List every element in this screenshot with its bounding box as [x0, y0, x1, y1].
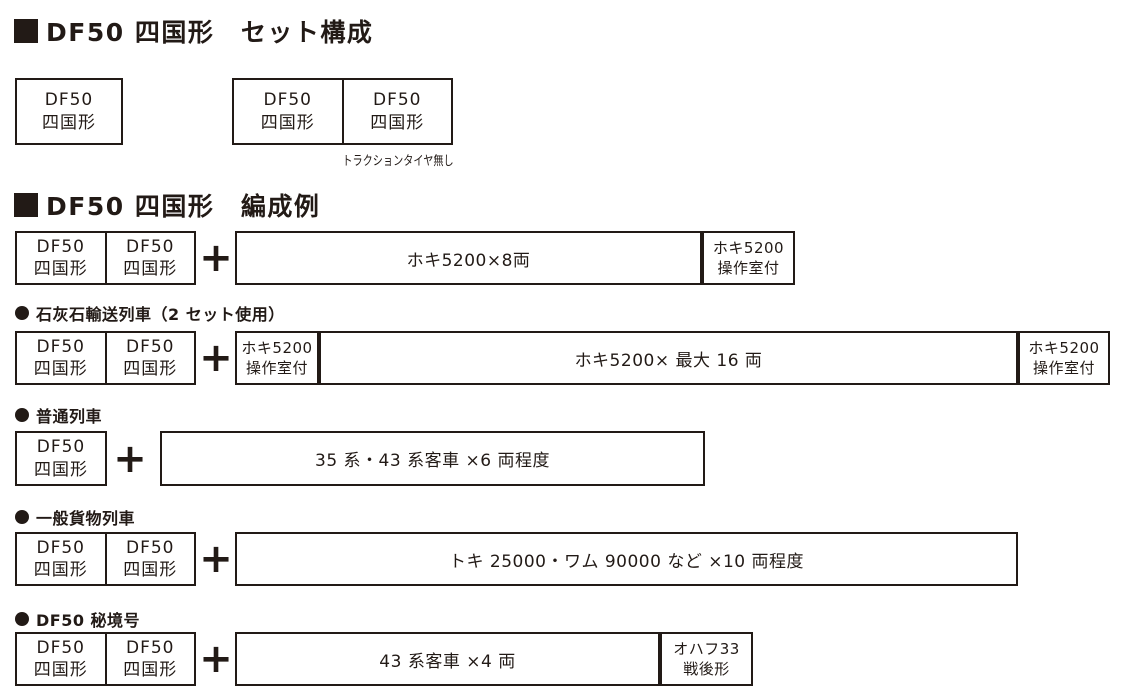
row1-plus-sign: + [199, 235, 233, 281]
loco-line2: 四国形 [33, 660, 88, 680]
loco-line2: 四国形 [33, 560, 88, 580]
row1-loco-pair-box: DF50 四国形 DF50 四国形 [15, 231, 196, 285]
loco-line2: 四国形 [260, 112, 315, 133]
bullet-icon [15, 306, 29, 320]
row5-plus-sign: + [199, 636, 233, 682]
loco-line2: 四国形 [123, 359, 178, 379]
row3-passenger-label: 35 系・43 系客車 ×6 両程度 [315, 451, 550, 471]
loco-line2: 四国形 [33, 259, 88, 279]
car-line2: 戦後形 [683, 660, 730, 678]
row2-loco-cell-2: DF50 四国形 [104, 333, 195, 383]
row4-loco-cell-2: DF50 四国形 [104, 534, 195, 584]
bullet-icon [15, 408, 29, 422]
loco-line1: DF50 [125, 236, 175, 257]
row5-loco-pair-box: DF50 四国形 DF50 四国形 [15, 632, 196, 686]
row2-freight-label: ホキ5200× 最大 16 両 [574, 350, 763, 371]
row1-freight-label: ホキ5200×8両 [406, 250, 531, 271]
row5-loco-cell-2: DF50 四国形 [104, 634, 195, 684]
loco-line1: DF50 [36, 637, 85, 658]
loco-line2: 四国形 [33, 359, 88, 379]
row5-loco-cell-1: DF50 四国形 [17, 634, 105, 684]
row2-cab-car-box-tail: ホキ5200 操作室付 [1018, 331, 1110, 385]
car-line1: ホキ5200 [1028, 338, 1100, 357]
loco-line1: DF50 [44, 90, 94, 111]
loco-line1: DF50 [263, 90, 312, 111]
loco-line1: DF50 [36, 437, 86, 458]
row2-loco-pair-box: DF50 四国形 DF50 四国形 [15, 331, 196, 385]
row1-cab-car-label: ホキ5200 操作室付 [713, 238, 784, 279]
loco-line2: 四国形 [123, 560, 178, 580]
row2-plus-sign: + [199, 335, 233, 381]
set-pair-cell-1: DF50 四国形 [234, 80, 342, 143]
row5-tail-car-box: オハフ33 戦後形 [660, 632, 753, 686]
formation-label-freight: 一般貨物列車 [15, 505, 135, 529]
row1-loco-cell-2: DF50 四国形 [104, 233, 195, 283]
row4-loco-pair-box: DF50 四国形 DF50 四国形 [15, 532, 196, 586]
row2-cab-car-head-label: ホキ5200 操作室付 [241, 338, 312, 379]
row3-passenger-box: 35 系・43 系客車 ×6 両程度 [160, 431, 705, 486]
row3-plus-sign: + [113, 435, 147, 482]
set-single-box: DF50 四国形 [15, 78, 123, 145]
section-marker-icon [14, 193, 38, 217]
formation-label-local: 普通列車 [15, 403, 102, 427]
section-title-examples-text: DF50 四国形 編成例 [46, 192, 321, 221]
section-title-set-text: DF50 四国形 セット構成 [46, 18, 374, 47]
bullet-icon [15, 612, 29, 626]
row2-cab-car-box-head: ホキ5200 操作室付 [235, 331, 319, 385]
loco-line1: DF50 [372, 90, 422, 111]
car-line2: 操作室付 [245, 359, 308, 377]
loco-line1: DF50 [125, 537, 175, 558]
section-title-examples: DF50 四国形 編成例 [14, 187, 320, 223]
row2-freight-box: ホキ5200× 最大 16 両 [319, 331, 1018, 385]
car-line1: ホキ5200 [241, 338, 313, 357]
loco-line1: DF50 [36, 236, 85, 257]
formation-label-text: DF50 秘境号 [36, 611, 141, 630]
loco-line1: DF50 [125, 637, 175, 658]
bullet-icon [15, 510, 29, 524]
row4-loco-cell-1: DF50 四国形 [17, 534, 105, 584]
loco-line1: DF50 [36, 336, 85, 357]
row3-loco-box: DF50 四国形 [15, 431, 107, 486]
set-single-box-label: DF50 四国形 [42, 89, 96, 134]
loco-line2: 四国形 [370, 112, 425, 133]
row4-plus-sign: + [199, 536, 233, 582]
loco-line1: DF50 [36, 537, 85, 558]
loco-line2: 四国形 [34, 459, 88, 480]
row5-passenger-label: 43 系客車 ×4 両 [379, 651, 516, 672]
row1-cab-car-box: ホキ5200 操作室付 [702, 231, 795, 285]
formation-label-text: 普通列車 [36, 407, 103, 426]
set-pair-cell-2: DF50 四国形 [341, 80, 452, 143]
row4-freight-box: トキ 25000・ワム 90000 など ×10 両程度 [235, 532, 1018, 586]
section-marker-icon [14, 19, 38, 43]
section-title-set: DF50 四国形 セット構成 [14, 13, 373, 49]
formation-label-text: 石灰石輸送列車（2 セット使用） [36, 305, 285, 324]
set-pair-box: DF50 四国形 DF50 四国形 [232, 78, 453, 145]
loco-line2: 四国形 [123, 259, 178, 279]
traction-tire-note: トラクションタイヤ無し [342, 154, 454, 169]
car-line1: オハフ33 [673, 639, 740, 658]
formation-label-hikyo: DF50 秘境号 [15, 607, 140, 631]
car-line2: 操作室付 [1032, 359, 1095, 377]
formation-label-limestone: 石灰石輸送列車（2 セット使用） [15, 301, 285, 325]
row2-loco-cell-1: DF50 四国形 [17, 333, 105, 383]
loco-line1: DF50 [125, 336, 175, 357]
car-line1: ホキ5200 [712, 238, 785, 257]
formation-label-text: 一般貨物列車 [36, 509, 136, 528]
row4-freight-label: トキ 25000・ワム 90000 など ×10 両程度 [448, 551, 805, 572]
row3-loco-label: DF50 四国形 [34, 436, 88, 481]
row5-passenger-box: 43 系客車 ×4 両 [235, 632, 660, 686]
row1-loco-cell-1: DF50 四国形 [17, 233, 105, 283]
row2-cab-car-tail-label: ホキ5200 操作室付 [1028, 338, 1099, 379]
row1-freight-box: ホキ5200×8両 [235, 231, 702, 285]
loco-line2: 四国形 [123, 660, 178, 680]
loco-line2: 四国形 [42, 112, 96, 133]
row5-tail-car-label: オハフ33 戦後形 [673, 639, 740, 680]
car-line2: 操作室付 [717, 259, 780, 277]
